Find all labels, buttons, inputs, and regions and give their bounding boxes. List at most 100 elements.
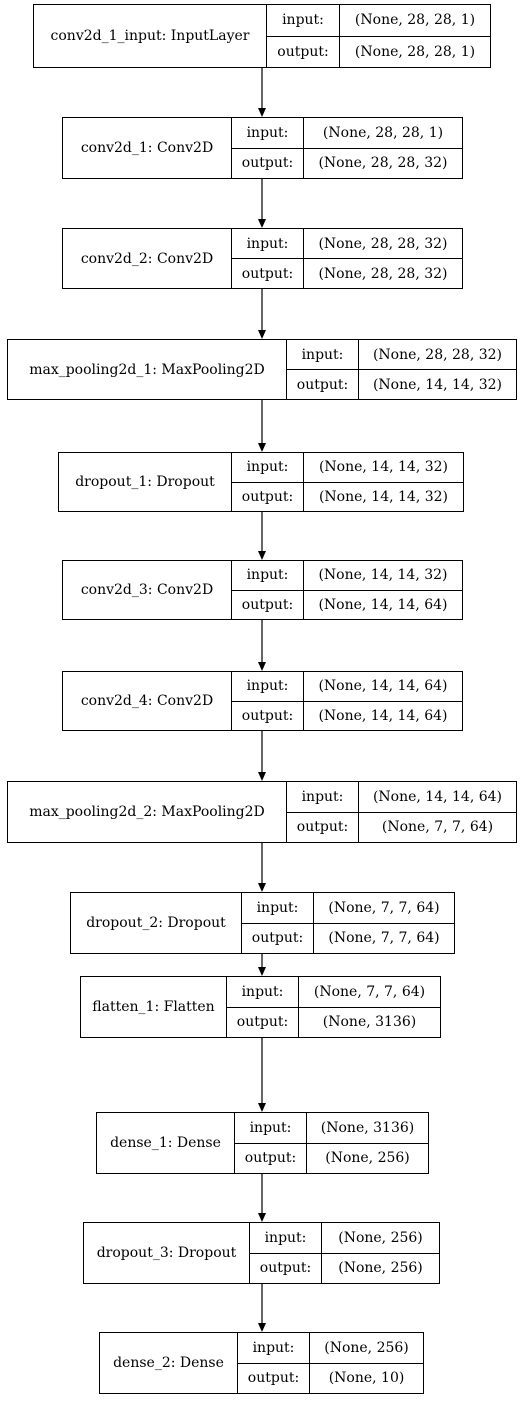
arrow-head: [258, 443, 266, 452]
io-label-column: input: output:: [232, 672, 304, 730]
layer-name: flatten_1: Flatten: [81, 977, 227, 1037]
output-shape: (None, 10): [328, 1370, 405, 1387]
output-shape: (None, 28, 28, 32): [318, 155, 448, 172]
input-label: input:: [232, 229, 303, 259]
output-shape: (None, 14, 14, 64): [318, 707, 448, 724]
output-label: output:: [251, 930, 304, 947]
io-value-column: (None, 28, 28, 32) (None, 14, 14, 32): [359, 340, 516, 399]
io-label-column: input:output:: [232, 118, 304, 178]
layer-name: dropout_2: Dropout: [71, 893, 242, 953]
input-shape: (None, 28, 28, 32): [304, 229, 462, 259]
input-label: input:: [287, 340, 358, 370]
arrow-head: [258, 1103, 266, 1112]
input-label: input:: [232, 672, 303, 702]
io-value-column: (None, 14, 14, 32) (None, 14, 14, 32): [304, 453, 463, 511]
output-shape: (None, 256): [325, 1150, 410, 1167]
input-shape: (None, 14, 14, 32): [304, 561, 462, 591]
io-label-column: input: output:: [267, 5, 340, 67]
output-label: output:: [277, 43, 329, 60]
input-shape: (None, 3136): [307, 1113, 428, 1144]
output-label: output:: [244, 1150, 297, 1167]
io-label-column: input: output:: [287, 340, 359, 399]
output-shape: (None, 14, 14, 64): [318, 596, 448, 613]
io-value-column: (None, 28, 28, 1) (None, 28, 28, 1): [340, 5, 490, 67]
layer-name: dropout_3: Dropout: [84, 1223, 250, 1283]
output-shape: (None, 14, 14, 32): [318, 488, 449, 505]
arrow-head: [258, 772, 266, 781]
arrow-head: [258, 1213, 266, 1222]
input-shape: (None, 7, 7, 64): [299, 977, 440, 1008]
layer-name: dense_2: Dense: [100, 1333, 238, 1393]
input-shape: (None, 28, 28, 1): [340, 5, 490, 37]
output-shape: (None, 28, 28, 32): [318, 265, 448, 282]
layer-name: dense_1: Dense: [97, 1113, 235, 1173]
output-label: output:: [296, 376, 349, 393]
output-label: output:: [247, 1370, 300, 1387]
io-label-column: input: output:: [250, 1223, 322, 1283]
input-shape: (None, 14, 14, 64): [359, 782, 516, 813]
layer-name: conv2d_1_input: InputLayer: [34, 5, 267, 67]
output-label: output:: [259, 1260, 312, 1277]
output-shape: (None, 256): [338, 1260, 423, 1277]
output-label: output:: [236, 1014, 289, 1031]
io-value-column: (None, 256) (None, 10): [310, 1333, 423, 1393]
output-shape: (None, 14, 14, 32): [372, 376, 503, 393]
io-value-column: (None, 14, 14, 32) (None, 14, 14, 64): [304, 561, 462, 619]
arrow-head: [258, 219, 266, 228]
arrow-head: [258, 1323, 266, 1332]
io-label-column: input: output:: [238, 1333, 310, 1393]
io-label-column: input: output:: [287, 782, 359, 842]
input-label: input:: [232, 453, 303, 483]
arrow-head: [258, 967, 266, 976]
io-label-column: input: output:: [232, 453, 304, 511]
layer-name: conv2d_2: Conv2D: [63, 229, 232, 288]
output-label: output:: [241, 155, 294, 172]
input-label: input:: [250, 1223, 321, 1254]
input-shape: (None, 256): [310, 1333, 423, 1364]
input-shape: (None, 256): [322, 1223, 439, 1254]
input-shape: (None, 14, 14, 32): [304, 453, 463, 483]
output-shape: (None, 3136): [322, 1014, 417, 1031]
input-label: input:: [238, 1333, 309, 1364]
io-value-column: (None, 14, 14, 64)(None, 14, 14, 64): [304, 672, 462, 730]
io-label-column: input:output:: [242, 893, 314, 953]
output-shape: (None, 7, 7, 64): [328, 930, 440, 947]
arrow-head: [258, 883, 266, 892]
output-shape: (None, 28, 28, 1): [354, 43, 476, 60]
layer-name: conv2d_1: Conv2D: [63, 118, 232, 178]
layer-name: conv2d_3: Conv2D: [63, 561, 232, 619]
arrow-head: [258, 330, 266, 339]
arrow-head: [258, 551, 266, 560]
layer-name: max_pooling2d_2: MaxPooling2D: [8, 782, 287, 842]
layer-name: dropout_1: Dropout: [59, 453, 232, 511]
io-label-column: input:output:: [232, 561, 304, 619]
arrow-head: [258, 108, 266, 117]
output-label: output:: [241, 707, 294, 724]
input-shape: (None, 7, 7, 64): [314, 893, 454, 924]
input-label: input:: [267, 5, 339, 37]
output-label: output:: [241, 488, 294, 505]
layer-name: max_pooling2d_1: MaxPooling2D: [8, 340, 287, 399]
io-value-column: (None, 7, 7, 64) (None, 3136): [299, 977, 440, 1037]
io-value-column: (None, 256) (None, 256): [322, 1223, 439, 1283]
input-label: input:: [287, 782, 358, 813]
input-shape: (None, 28, 28, 32): [359, 340, 516, 370]
output-label: output:: [296, 819, 349, 836]
layer-name: conv2d_4: Conv2D: [63, 672, 232, 730]
io-value-column: (None, 3136) (None, 256): [307, 1113, 428, 1173]
io-label-column: input:output:: [232, 229, 304, 288]
input-label: input:: [232, 561, 303, 591]
io-label-column: input:output:: [235, 1113, 307, 1173]
